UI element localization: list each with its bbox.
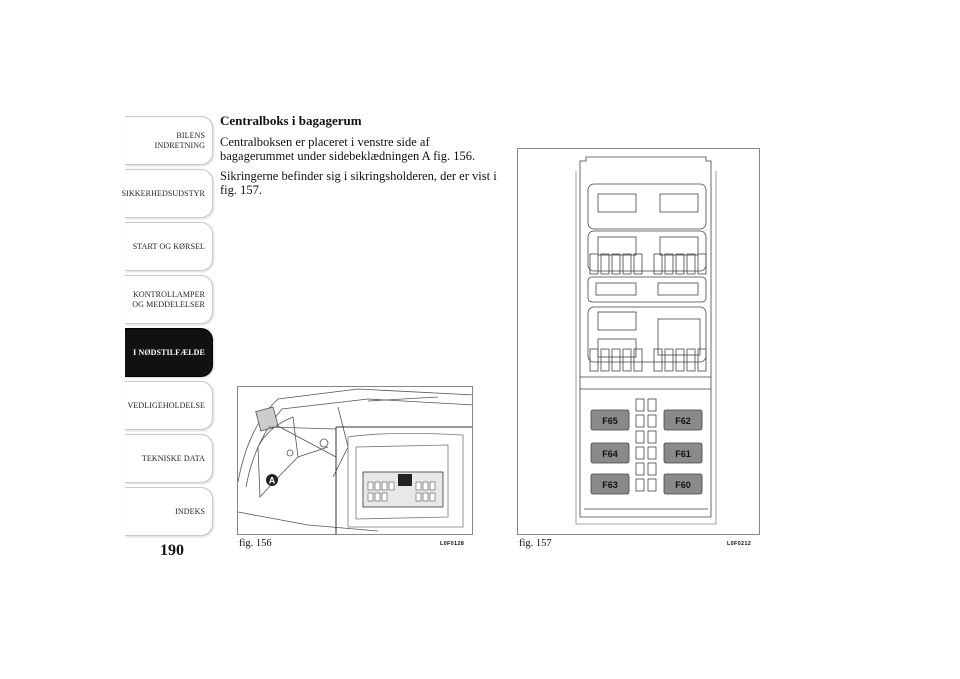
figure-156-code: L0F0128 [440,541,465,547]
fuse-f62: F62 [663,409,703,431]
tab-vedligeholdelse[interactable]: VEDLIGEHOLDELSE [125,381,213,430]
fuse-label-f62: F62 [675,416,691,426]
figure-156-caption: fig. 156 [239,538,272,549]
fuse-f60: F60 [663,473,703,495]
tab-label: I NØDSTILFÆLDE [133,347,205,357]
tab-tekniske-data[interactable]: TEKNISKE DATA [125,434,213,483]
fuse-f63: F63 [590,473,630,495]
tab-sikkerhedsudstyr[interactable]: SIKKERHEDSUDSTYR [121,169,213,218]
figure-157-fuse-holder: F65 F64 F63 F62 F61 F60 [517,148,760,535]
fuse-label-f61: F61 [675,449,691,459]
paragraph-fuses: Sikringerne befinder sig i sikringsholde… [220,169,497,197]
tab-label: BILENS INDRETNING [155,131,205,151]
fuse-label-f63: F63 [602,480,618,490]
figure-156-trunk-illustration: A [237,386,473,535]
fuse-f61: F61 [663,442,703,464]
marker-a: A [266,474,278,486]
fuse-box-detail [362,471,444,508]
section-text: Centralboks i bagagerum Centralboksen er… [220,113,500,203]
fuse-label-f64: F64 [602,449,618,459]
tab-kontrollamper[interactable]: KONTROLLAMPER OG MEDDELELSER [125,275,213,324]
tab-label-line1: BILENS [176,130,205,140]
tab-start-og-korsel[interactable]: START OG KØRSEL [125,222,213,271]
fuse-f64: F64 [590,442,630,464]
figure-157-caption: fig. 157 [519,538,552,549]
fuse-holder-diagram: F65 F64 F63 F62 F61 F60 [575,156,717,525]
tab-indeks[interactable]: INDEKS [125,487,213,536]
tab-bilens-indretning[interactable]: BILENS INDRETNING [125,116,213,165]
section-heading: Centralboks i bagagerum [220,113,362,128]
figure-157-code: L0F0212 [727,541,752,547]
tab-label: VEDLIGEHOLDELSE [127,400,205,410]
tab-label: INDEKS [175,506,205,516]
marker-a-label: A [269,476,276,486]
paragraph-location: Centralboksen er placeret i venstre side… [220,135,476,163]
tab-label-line1: KONTROLLAMPER [133,289,205,299]
tab-label: SIKKERHEDSUDSTYR [121,188,205,198]
tab-label: START OG KØRSEL [132,241,205,251]
tab-i-nodstilfaelde[interactable]: I NØDSTILFÆLDE [125,328,213,377]
fuse-label-f65: F65 [602,416,618,426]
tab-label-line2: INDRETNING [154,140,205,150]
tab-label-line2: OG MEDDELELSER [132,299,205,309]
trunk-illustration: A [238,388,472,534]
tab-label: TEKNISKE DATA [141,453,205,463]
chapter-tabs: BILENS INDRETNING SIKKERHEDSUDSTYR START… [121,116,213,540]
fuse-label-f60: F60 [675,480,691,490]
fuse-f65: F65 [590,409,630,431]
tab-label: KONTROLLAMPER OG MEDDELELSER [132,290,205,310]
page-number: 190 [160,542,184,559]
